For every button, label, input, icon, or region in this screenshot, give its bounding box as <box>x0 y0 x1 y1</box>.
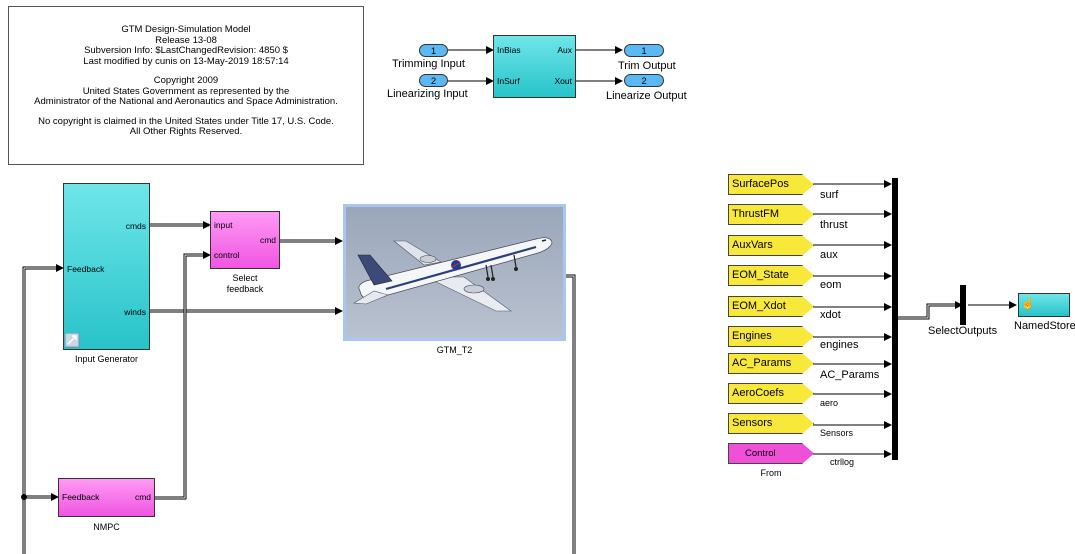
signal-sensors: Sensors <box>820 428 853 438</box>
select-feedback-caption: Select feedback <box>210 273 280 295</box>
signal-ac-params: AC_Params <box>820 369 879 381</box>
bias-subsystem[interactable]: InBias InSurf Aux Xout <box>493 35 576 98</box>
signal-surf: surf <box>820 189 838 201</box>
inport-2-label: Linearizing Input <box>387 88 468 100</box>
signal-thrust: thrust <box>820 219 848 231</box>
nmpc-caption: NMPC <box>58 522 155 532</box>
select-outputs-label: SelectOutputs <box>928 325 997 337</box>
select-feedback-block[interactable]: input cmd control <box>210 211 280 269</box>
port-nmpc-cmd: cmd <box>135 492 151 502</box>
port-cmds: cmds <box>126 221 146 231</box>
signal-eom: eom <box>820 279 841 291</box>
from-surfacepos[interactable]: SurfacePos <box>728 174 814 195</box>
port-inbias: InBias <box>497 45 521 55</box>
outport-1-label: Trim Output <box>618 60 676 72</box>
named-store-block[interactable]: ☝ <box>1018 293 1070 317</box>
inport-1[interactable]: 1 <box>419 44 448 57</box>
aircraft-image <box>346 207 563 338</box>
port-feedback: Feedback <box>67 264 104 274</box>
port-insurf: InSurf <box>497 76 520 86</box>
outport-1[interactable]: 1 <box>624 44 664 57</box>
port-control: control <box>214 250 240 260</box>
nmpc-block[interactable]: Feedback cmd <box>58 478 155 517</box>
bus-selector[interactable] <box>960 285 966 325</box>
port-winds: winds <box>124 307 146 317</box>
input-generator-block[interactable]: cmds Feedback winds <box>63 183 150 350</box>
from-sensors[interactable]: Sensors <box>728 413 814 434</box>
from-engines[interactable]: Engines <box>728 326 814 347</box>
from-control[interactable]: Control <box>728 443 814 464</box>
port-input: input <box>214 220 232 230</box>
from-eom-state[interactable]: EOM_State <box>728 265 814 286</box>
from-thrustfm[interactable]: ThrustFM <box>728 204 814 225</box>
from-caption: From <box>728 468 814 478</box>
port-xout: Xout <box>555 76 573 86</box>
select-feedback-caption-line2: feedback <box>210 284 280 295</box>
from-ac-params[interactable]: AC_Params <box>728 353 814 374</box>
from-eom-xdot[interactable]: EOM_Xdot <box>728 296 814 317</box>
bus-creator[interactable] <box>892 178 898 460</box>
port-cmd: cmd <box>260 235 276 245</box>
inport-1-label: Trimming Input <box>392 58 465 70</box>
outport-2[interactable]: 2 <box>624 74 664 87</box>
signal-aero: aero <box>820 398 838 408</box>
hand-cursor-icon: ☝ <box>1021 297 1035 310</box>
from-auxvars[interactable]: AuxVars <box>728 235 814 256</box>
inport-2[interactable]: 2 <box>419 74 448 87</box>
signal-engines: engines <box>820 339 859 351</box>
gtm-plant-block[interactable] <box>343 204 566 341</box>
link-icon <box>65 333 80 348</box>
signal-aux: aux <box>820 249 838 261</box>
port-nmpc-feedback: Feedback <box>62 492 99 502</box>
from-aerocoefs[interactable]: AeroCoefs <box>728 383 814 404</box>
input-generator-caption: Input Generator <box>63 354 150 364</box>
outport-2-label: Linearize Output <box>606 90 687 102</box>
signal-xdot: xdot <box>820 309 841 321</box>
port-aux: Aux <box>557 45 572 55</box>
plant-caption: GTM_T2 <box>343 345 566 355</box>
signal-ctrllog: ctrllog <box>830 457 854 467</box>
select-feedback-caption-line1: Select <box>210 273 280 284</box>
named-store-label: NamedStore <box>1014 320 1075 332</box>
